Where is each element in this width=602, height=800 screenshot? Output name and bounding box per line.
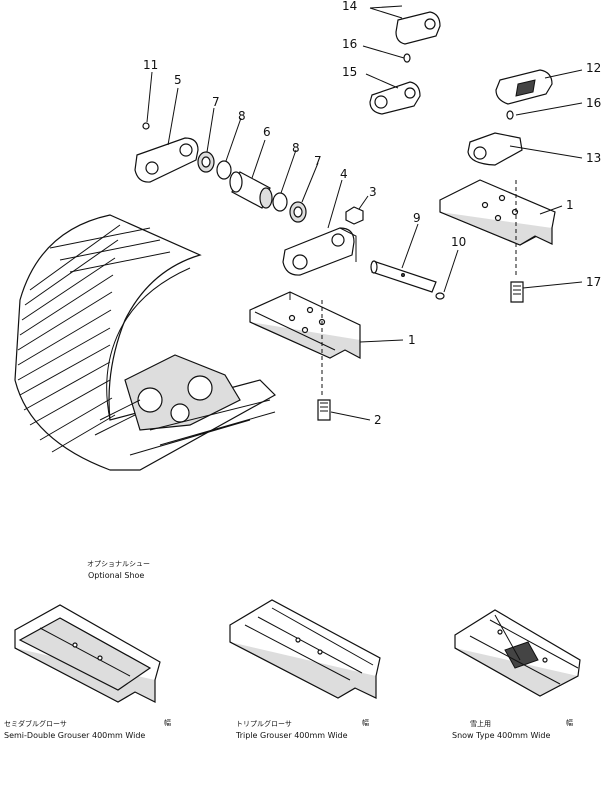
part-8-bushing-a xyxy=(216,160,232,180)
shoe-triple xyxy=(229,599,381,699)
callout-6: 6 xyxy=(263,125,271,139)
part-4-link xyxy=(282,227,357,276)
callout-5: 5 xyxy=(174,73,182,87)
optional-shoe-title: Optional Shoe xyxy=(88,571,145,580)
callout-8: 8 xyxy=(238,109,246,123)
shoe-caption-jp-suffix-2: 幅 xyxy=(362,719,369,727)
track-assembly xyxy=(14,214,276,471)
part-15-link xyxy=(369,81,421,115)
leader-lines xyxy=(146,5,583,421)
callout-14: 14 xyxy=(342,0,358,13)
callout-7: 7 xyxy=(314,154,322,168)
callout-1: 1 xyxy=(408,333,416,347)
part-11-dot xyxy=(142,122,150,130)
callout-13: 13 xyxy=(586,151,602,165)
callout-7: 7 xyxy=(212,95,220,109)
callout-10: 10 xyxy=(451,235,467,249)
callout-16: 16 xyxy=(586,96,602,110)
part-13-link xyxy=(467,132,523,166)
part-10-plug xyxy=(435,292,445,300)
part-6-bushing xyxy=(229,171,273,209)
part-16-a xyxy=(403,53,411,63)
callout-15: 15 xyxy=(342,65,358,79)
callout-12: 12 xyxy=(586,61,602,75)
part-17-bolt xyxy=(510,281,524,303)
shoe-snow xyxy=(454,609,581,697)
callout-11: 11 xyxy=(143,58,159,72)
shoe-caption-1: Semi-Double Grouser 400mm Wide xyxy=(4,731,146,740)
shoe-caption-jp-2: トリプルグローサ xyxy=(236,720,292,728)
callout-8: 8 xyxy=(292,141,300,155)
callout-2: 2 xyxy=(374,413,382,427)
part-9-pin xyxy=(370,260,437,293)
shoe-caption-jp-3: 雪上用 xyxy=(470,720,491,728)
part-5-link xyxy=(134,137,199,183)
part-2-bolt xyxy=(317,399,331,421)
callout-9: 9 xyxy=(413,211,421,225)
part-1-shoe-right xyxy=(439,179,556,246)
callout-3: 3 xyxy=(369,185,377,199)
part-8-bushing-b xyxy=(272,192,288,212)
shoe-caption-jp-suffix-3: 幅 xyxy=(566,719,573,727)
shoe-caption-jp-suffix-1: 幅 xyxy=(164,719,171,727)
callout-1: 1 xyxy=(566,198,574,212)
part-3-nut xyxy=(345,206,364,225)
shoe-caption-3: Snow Type 400mm Wide xyxy=(452,731,551,740)
part-14-link xyxy=(395,11,441,45)
optional-shoe-title-jp: オプショナルシュー xyxy=(87,560,150,568)
shoe-caption-jp-1: セミダブルグローサ xyxy=(4,720,67,728)
part-16-b xyxy=(506,110,514,120)
shoe-semi-double xyxy=(14,604,161,703)
part-12-link xyxy=(495,69,553,105)
part-1-shoe-center xyxy=(249,291,361,359)
callout-4: 4 xyxy=(340,167,348,181)
callout-16: 16 xyxy=(342,37,358,51)
shoe-caption-2: Triple Grouser 400mm Wide xyxy=(236,731,348,740)
callout-17: 17 xyxy=(586,275,602,289)
